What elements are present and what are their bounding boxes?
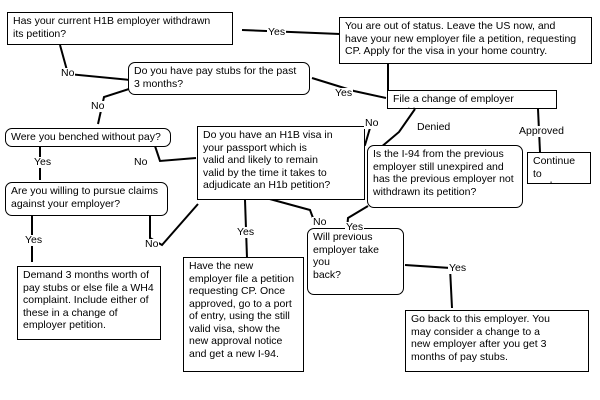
edge-benched-no: [154, 145, 197, 163]
label-pursue-no: No: [144, 238, 160, 250]
node-file-change-petition: File a change of employer petition.: [387, 90, 557, 109]
label-paystubs-yes: Yes: [334, 87, 354, 99]
node-take-back-question: Will previous employer take you back?: [307, 228, 404, 295]
edge-takeback-yes: [404, 264, 453, 309]
node-out-of-status: You are out of status. Leave the US now,…: [339, 17, 592, 64]
label-visa-no: No: [312, 216, 328, 228]
label-visa-yes: Yes: [236, 226, 256, 238]
node-cp-port-of-entry: Have the new employer file a petition re…: [183, 257, 304, 372]
edge-paystubs-yes: [311, 77, 387, 99]
edge-file-denied: [379, 108, 416, 149]
label-benched-yes: Yes: [33, 156, 53, 168]
edge-visa-no: [265, 197, 317, 227]
label-i94-yes: Yes: [345, 221, 365, 233]
node-pay-stubs-question: Do you have pay stubs for the past 3 mon…: [128, 62, 310, 95]
edge-paystubs-no: [97, 87, 133, 125]
node-demand-pay-stubs: Demand 3 months worth of pay stubs or el…: [17, 266, 161, 340]
node-pursue-claims-question: Are you willing to pursue claims against…: [5, 182, 168, 216]
label-denied: Denied: [416, 121, 452, 133]
label-takeback-yes: Yes: [448, 262, 468, 274]
label-file-no: No: [364, 117, 380, 129]
node-benched-question: Were you benched without pay?: [5, 128, 171, 147]
label-withdrawn-no: No: [60, 67, 76, 79]
label-paystubs-no: No: [90, 100, 106, 112]
label-withdrawn-yes: Yes: [267, 26, 287, 38]
label-benched-no: No: [133, 156, 149, 168]
node-i94-question: Is the I-94 from the previous employer s…: [367, 145, 523, 208]
edge-withdrawn-yes: [241, 29, 341, 35]
node-valid-visa-question: Do you have an H1B visa in your passport…: [197, 126, 365, 200]
node-go-back-to-employer: Go back to this employer. You may consid…: [405, 310, 589, 372]
label-pursue-yes: Yes: [24, 234, 44, 246]
node-continue-work: Continue to work.: [527, 152, 591, 184]
label-approved: Approved: [518, 125, 565, 137]
node-withdrawn-question: Has your current H1B employer withdrawn …: [7, 12, 233, 45]
